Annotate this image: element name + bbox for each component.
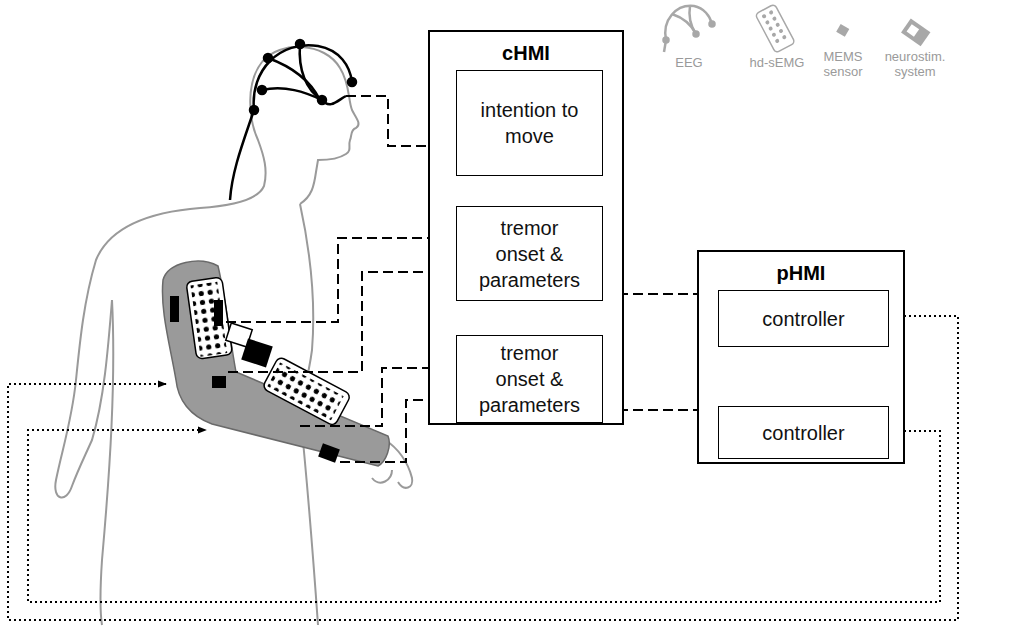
signal-line [226,96,450,462]
neurostim-system [241,339,273,368]
legend-label: EEG [654,56,724,71]
mems-icon [836,24,849,37]
process-box: tremor onset & parameters [456,335,603,423]
box-heading: cHMI [430,42,622,65]
legend-label: hd-sEMG [742,56,812,71]
eeg-icon [664,6,715,52]
sleeve [162,261,389,466]
hd-semg-array [186,277,233,359]
mems-sensor [212,376,226,388]
system-box: pHMI controller controller [697,250,905,464]
process-box: intention to move [456,70,603,176]
box-label: controller [762,420,844,446]
box-label: tremor onset & parameters [474,215,586,293]
legend-label: MEMS sensor [808,50,878,80]
legend-label: neurostim. system [880,50,950,80]
electrode [170,296,179,322]
neurostim-icon [901,19,930,47]
hd-semg-icon [755,4,795,53]
system-box: cHMI intention to move tremor onset & para… [428,30,624,425]
eeg-cap [230,40,356,200]
box-heading: pHMI [699,262,903,285]
person-outline [55,47,412,625]
process-box: controller [718,290,889,347]
box-label: tremor onset & parameters [474,340,586,418]
box-label: controller [762,306,844,332]
electrode [214,300,223,326]
process-box: tremor onset & parameters [456,206,603,301]
hd-semg-array [262,356,351,426]
box-label: intention to move [474,97,586,149]
mems-sensor [318,443,340,462]
process-box: controller [718,406,889,459]
